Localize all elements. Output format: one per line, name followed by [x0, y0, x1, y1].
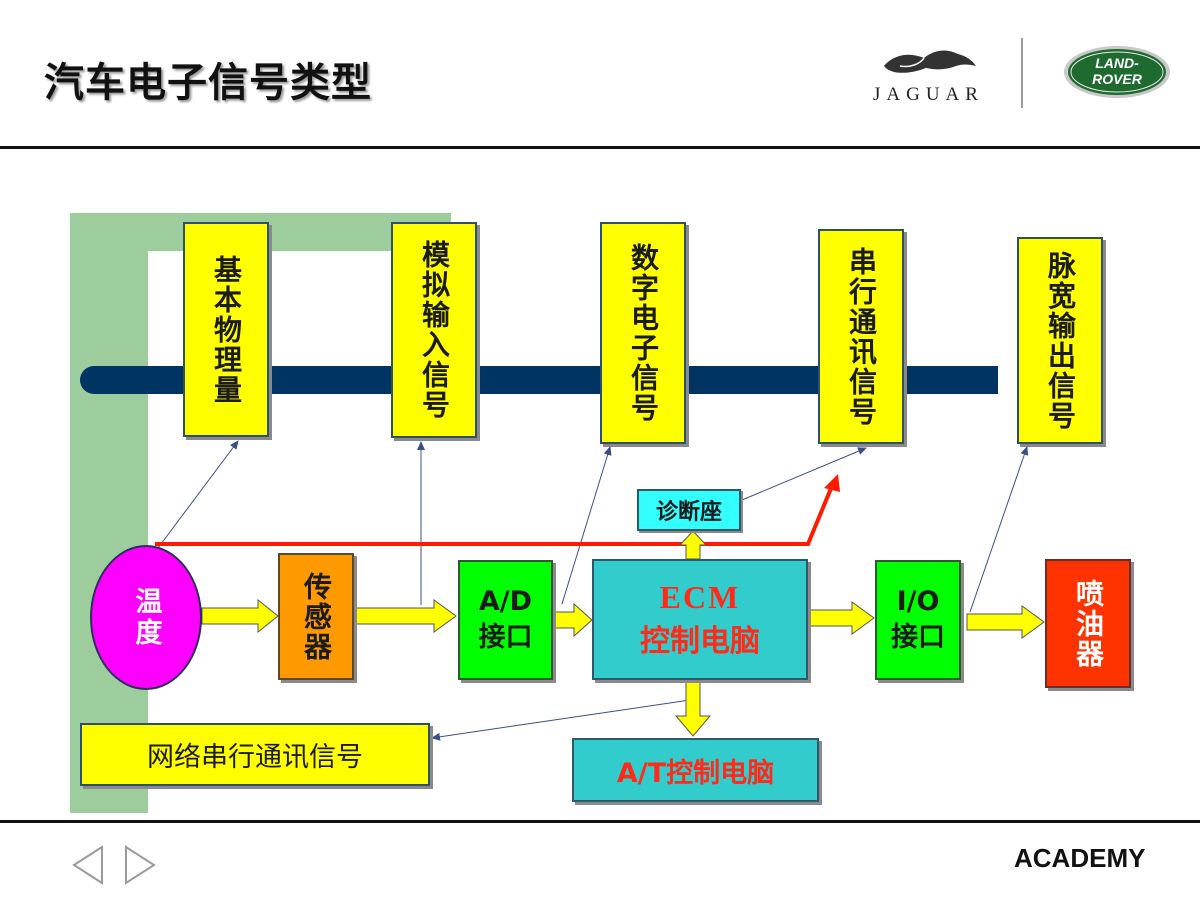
header-rule	[0, 146, 1200, 149]
signal-type-label: 串行通讯信号	[845, 246, 878, 427]
red-signal-line	[155, 485, 834, 546]
triangle-right-icon	[125, 845, 156, 885]
academy-label: ACADEMY	[1014, 843, 1146, 873]
injector-block: 喷油器	[1045, 559, 1131, 688]
footer-rule	[0, 820, 1200, 823]
ad-interface-label: A/D 接口	[478, 586, 533, 653]
signal-type-label: 模拟输入信号	[418, 240, 451, 420]
triangle-left-icon	[72, 845, 103, 885]
injector-label: 喷油器	[1072, 578, 1105, 669]
ecm-block: ECM 控制电脑	[592, 559, 808, 680]
flow-arrow-ad-ecm	[552, 602, 593, 638]
at-ecu-block: A/T控制电脑	[572, 738, 819, 802]
diagnostic-label: 诊断座	[655, 500, 722, 525]
signal-type-label: 脉宽输出信号	[1044, 250, 1077, 431]
pointer-line-physical	[157, 440, 239, 549]
flow-arrow-sensor-ad	[353, 599, 457, 633]
brand-divider	[1021, 38, 1023, 108]
prev-slide-button[interactable]	[70, 845, 106, 885]
sensor-label: 传感器	[300, 571, 333, 662]
signal-type-digital: 数字电子信号	[600, 222, 686, 444]
green-band	[70, 213, 148, 813]
land-rover-text-1: LAND-	[1095, 55, 1139, 71]
signal-type-physical: 基本物理量	[183, 222, 269, 437]
flow-arrow-io-injector	[966, 605, 1045, 639]
io-interface-label: I/O 接口	[891, 586, 945, 653]
signal-type-serial: 串行通讯信号	[818, 229, 904, 444]
signal-type-analog-input: 模拟输入信号	[391, 222, 477, 438]
page-title: 汽车电子信号类型	[44, 60, 372, 106]
next-slide-button[interactable]	[122, 845, 158, 885]
diagnostic-socket-block: 诊断座	[637, 489, 741, 531]
land-rover-text-2: ROVER	[1092, 71, 1143, 87]
network-serial-label: 网络串行通讯信号	[147, 742, 363, 773]
pointer-line-network	[431, 699, 691, 741]
ad-interface-block: A/D 接口	[458, 560, 553, 680]
sensor-block: 传感器	[278, 553, 354, 680]
network-serial-block: 网络串行通讯信号	[80, 723, 430, 786]
pointer-line-digital	[561, 446, 612, 605]
signal-type-label: 数字电子信号	[627, 243, 660, 423]
io-interface-block: I/O 接口	[875, 560, 961, 680]
pointer-line-pwm	[969, 446, 1029, 613]
ecm-subtitle: 控制电脑	[640, 624, 760, 659]
temperature-label: 温度	[130, 586, 162, 649]
signal-type-label: 基本物理量	[210, 254, 243, 405]
land-rover-logo: LAND- ROVER	[1064, 46, 1170, 98]
at-ecu-label: A/T控制电脑	[616, 757, 775, 789]
jaguar-leaper-logo	[884, 50, 976, 73]
flow-arrow-temp-sensor	[201, 598, 279, 634]
flow-arrow-ecm-io	[807, 601, 875, 635]
signal-type-pwm-output: 脉宽输出信号	[1017, 237, 1103, 444]
ecm-title: ECM	[659, 579, 741, 615]
jaguar-wordmark: JAGUAR	[873, 84, 984, 105]
pointer-line-serial	[741, 447, 867, 501]
red-arrowhead	[824, 474, 840, 492]
temperature-node: 温度	[90, 545, 202, 690]
flow-arrow-ecm-at	[674, 679, 712, 737]
flow-arrow-ecm-diagnostic	[678, 530, 708, 560]
